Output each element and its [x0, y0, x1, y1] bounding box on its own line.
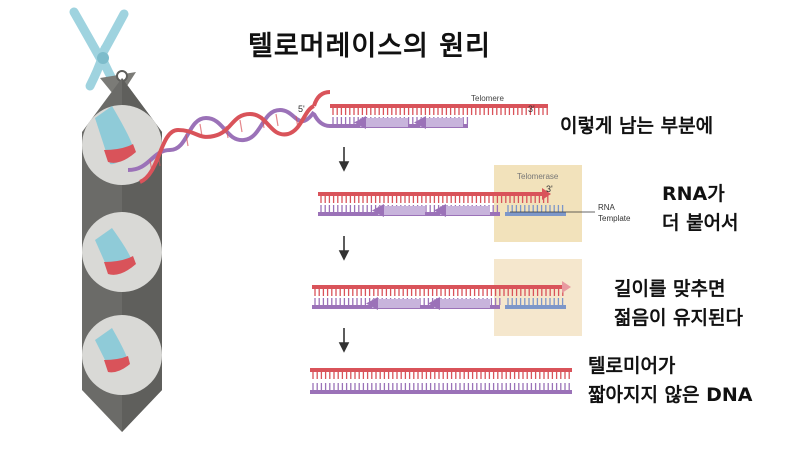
caption-line: 이렇게 남는 부분에 — [560, 115, 714, 137]
step-arrow-icon — [338, 236, 350, 261]
caption-line: 젊음이 유지된다 — [614, 307, 743, 329]
strand-connector — [312, 113, 331, 128]
restored-bottom-strand-bases — [312, 383, 570, 390]
three-prime-label: 3' — [546, 184, 553, 194]
page-title: 텔로머레이스의 원리 — [248, 31, 491, 62]
telomerase-enzyme-box — [494, 165, 582, 242]
rna-template-strand-bases — [507, 298, 564, 305]
caption-line: 짧아지지 않은 DNA — [588, 384, 753, 406]
caption-line: 텔로미어가 — [588, 355, 676, 377]
chromosome-illustration — [69, 7, 162, 432]
extended-top-strand-bases — [320, 196, 549, 203]
extension-tip — [542, 188, 551, 200]
telomere-top-strand — [330, 104, 548, 108]
caption-step-4: 텔로미어가 짧아지지 않은 DNA — [588, 352, 753, 410]
rna-template-label: Template — [598, 214, 631, 223]
okazaki-fragment-head — [434, 204, 446, 217]
rna-template-strand — [505, 305, 566, 309]
telomere-label: Telomere — [471, 94, 504, 103]
rna-template-strand-bases — [507, 205, 564, 212]
dna-double-helix — [127, 104, 316, 184]
restored-top-strand — [310, 368, 572, 372]
three-prime-label: 3' — [528, 104, 535, 114]
caption-line: RNA가 — [662, 183, 725, 205]
caption-step-1: 이렇게 남는 부분에 — [560, 112, 713, 141]
five-prime-label: 5' — [298, 104, 305, 114]
telomerase-label: Telomerase — [517, 172, 559, 181]
step-arrow-icon — [338, 328, 350, 353]
okazaki-fragment-head — [372, 204, 384, 217]
okazaki-fragment-head — [428, 297, 440, 310]
caption-step-2: RNA가 더 붙어서 — [662, 180, 739, 238]
caption-step-3: 길이를 맞추면 젊음이 유지된다 — [614, 275, 743, 333]
restored-bottom-strand — [310, 390, 572, 394]
extended-top-strand-bases — [314, 289, 564, 296]
telomere-top-strand-bases — [332, 108, 548, 115]
okazaki-fragment-head — [366, 297, 378, 310]
rna-template-strand — [505, 212, 566, 216]
okazaki-fragment-head — [414, 116, 426, 129]
extension-tip — [562, 281, 571, 293]
okazaki-fragment — [378, 206, 425, 215]
rna-template-label: RNA — [598, 203, 616, 212]
okazaki-fragment — [440, 206, 490, 215]
caption-line: 더 붙어서 — [662, 212, 739, 234]
okazaki-fragment — [360, 118, 408, 127]
step-arrow-icon — [338, 147, 350, 172]
okazaki-fragment — [434, 299, 490, 308]
chromatid-end-view — [82, 212, 162, 292]
okazaki-fragment — [420, 118, 463, 127]
dna-strands — [310, 90, 572, 394]
strand-connector — [312, 90, 331, 107]
extended-top-strand — [318, 192, 548, 196]
extended-top-strand — [312, 285, 566, 289]
restored-top-strand-bases — [312, 372, 570, 379]
chromatid-end-view — [82, 315, 162, 395]
telomerase-enzyme-box — [494, 259, 582, 336]
caption-line: 길이를 맞추면 — [614, 278, 726, 300]
okazaki-fragment — [372, 299, 420, 308]
okazaki-fragment-head — [354, 116, 366, 129]
